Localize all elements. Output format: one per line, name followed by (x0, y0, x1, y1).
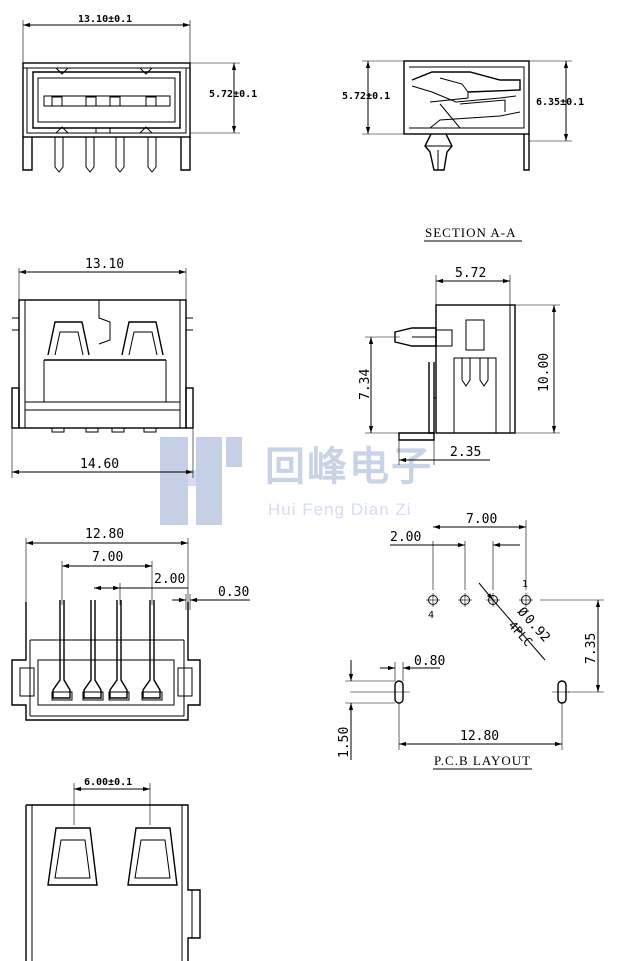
front-view-top: 13.10±0.1 5.72±0.1 (22, 14, 257, 173)
dim-side-left-height: 5.72±0.1 (342, 91, 390, 102)
dim-top-view-opening: 6.00±0.1 (84, 777, 132, 788)
dim-mid-bottom-width: 14.60 (80, 457, 119, 472)
pcb-layout-title: P.C.B LAYOUT (434, 753, 531, 768)
dim-pcb-depth: 7.35 (584, 633, 599, 664)
dim-pcb-pin-pitch: 2.00 (390, 530, 421, 545)
dim-pcb-slot-length: 1.50 (337, 727, 352, 758)
dim-bottom-pin-width: 0.30 (218, 585, 249, 600)
dim-pcb-slot-span: 12.80 (460, 729, 499, 744)
dim-top-width: 13.10±0.1 (78, 14, 132, 25)
pcb-hole-callout: Ø 0.92 4PLC (506, 605, 553, 650)
watermark-logo (160, 437, 242, 525)
dim-pcb-slot-width: 0.80 (414, 654, 445, 669)
bottom-view: 12.80 7.00 2.00 0.30 (11, 527, 250, 721)
dim-side-right-height: 6.35±0.1 (536, 97, 584, 108)
pcb-pin-label-1: 1 (522, 579, 528, 590)
dim-bottom-overall: 12.80 (85, 527, 124, 542)
dim-mid-top-width: 13.10 (85, 257, 124, 272)
dim-section-width: 5.72 (455, 266, 486, 281)
front-view-mid: 13.10 14.60 (11, 257, 194, 478)
pcb-pin-label-4: 4 (428, 610, 434, 621)
top-view: 6.00±0.1 (25, 777, 201, 961)
watermark-pinyin: Hui Feng Dian Zi (268, 500, 412, 519)
dim-section-height: 10.00 (537, 353, 552, 392)
dim-top-height: 5.72±0.1 (209, 89, 257, 100)
watermark-company: 回峰电子 (265, 444, 433, 490)
dim-bottom-pin-pitch: 2.00 (154, 572, 185, 587)
dim-pcb-pin-span: 7.00 (466, 512, 497, 527)
section-aa-title: SECTION A-A (425, 225, 517, 240)
dim-pin-offset: 2.35 (450, 445, 481, 460)
section-aa: SECTION A-A 5.72 10.00 7.34 2.35 (358, 225, 560, 465)
dim-bottom-pin-span: 7.00 (92, 550, 123, 565)
pcb-hole (426, 593, 440, 607)
pcb-hole (458, 593, 472, 607)
pcb-hole (519, 593, 533, 607)
dim-pin-height: 7.34 (358, 369, 373, 400)
watermark: 回峰电子 Hui Feng Dian Zi (160, 437, 433, 525)
pcb-layout: 7.00 2.00 4 1 Ø 0.92 4PLC (337, 512, 604, 770)
side-view: 5.72±0.1 6.35±0.1 (342, 60, 584, 171)
